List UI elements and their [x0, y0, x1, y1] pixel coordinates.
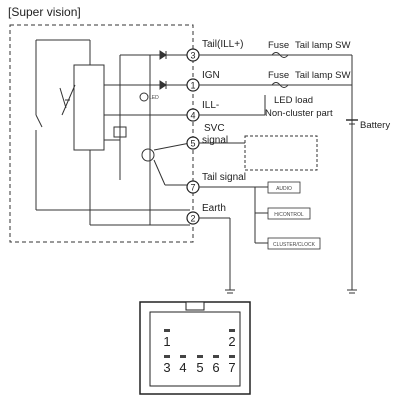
pin-3-number: 3	[190, 51, 195, 61]
audio-box	[267, 181, 301, 194]
fuse-1-label: Fuse	[268, 40, 289, 51]
terminal-7	[229, 355, 235, 358]
non-cluster-label: Non-cluster part	[265, 108, 333, 119]
audio-box-label: AUDIO	[276, 186, 292, 192]
pin-5-sublabel: signal	[202, 135, 228, 146]
pin-4-number: 4	[190, 111, 195, 121]
pin-4-label: ILL-	[202, 100, 219, 111]
module-boundary	[9, 24, 194, 243]
internal-led-label: LED	[149, 95, 159, 101]
hcontrol-box	[267, 207, 311, 220]
pin-1-label: IGN	[202, 70, 220, 81]
connector: 1 2 3 4 5 6 7	[139, 301, 251, 395]
led-load-label: LED load	[274, 95, 313, 106]
terminal-3	[164, 355, 170, 358]
connector-inner	[149, 311, 241, 387]
connector-pin-7: 7	[228, 360, 235, 375]
connector-pin-1: 1	[163, 334, 170, 349]
diagram-title: [Super vision]	[8, 5, 81, 19]
pin-3-label: Tail(ILL+)	[202, 39, 243, 50]
fuse-2-label: Fuse	[268, 70, 289, 81]
battery-label: Battery	[360, 120, 390, 131]
pin-2-number: 2	[190, 214, 195, 224]
connector-pin-2: 2	[228, 334, 235, 349]
connector-pin-3: 3	[163, 360, 170, 375]
connector-pin-5: 5	[196, 360, 203, 375]
cluster-clock-box-label: CLUSTER/CLOCK	[273, 242, 316, 248]
pin-7-label: Tail signal	[202, 172, 246, 183]
terminal-4	[180, 355, 186, 358]
cluster-clock-box	[267, 237, 321, 250]
terminal-5	[197, 355, 203, 358]
connector-pin-6: 6	[212, 360, 219, 375]
tail-sw-2-label: Tail lamp SW	[295, 70, 350, 81]
terminal-6	[213, 355, 219, 358]
connector-key	[185, 301, 205, 311]
pin-1-number: 1	[190, 81, 195, 91]
connector-pin-4: 4	[179, 360, 186, 375]
pin-2-label: Earth	[202, 203, 226, 214]
terminal-1	[164, 329, 170, 332]
pin-5-number: 5	[190, 139, 195, 149]
internal-circuit	[35, 39, 191, 226]
terminal-2	[229, 329, 235, 332]
pin-7-number: 7	[190, 183, 195, 193]
tail-sw-1-label: Tail lamp SW	[295, 40, 350, 51]
pin-5-label: SVC	[204, 123, 225, 134]
hcontrol-box-label: H/CONTROL	[274, 212, 304, 218]
external-circuit	[199, 52, 358, 294]
